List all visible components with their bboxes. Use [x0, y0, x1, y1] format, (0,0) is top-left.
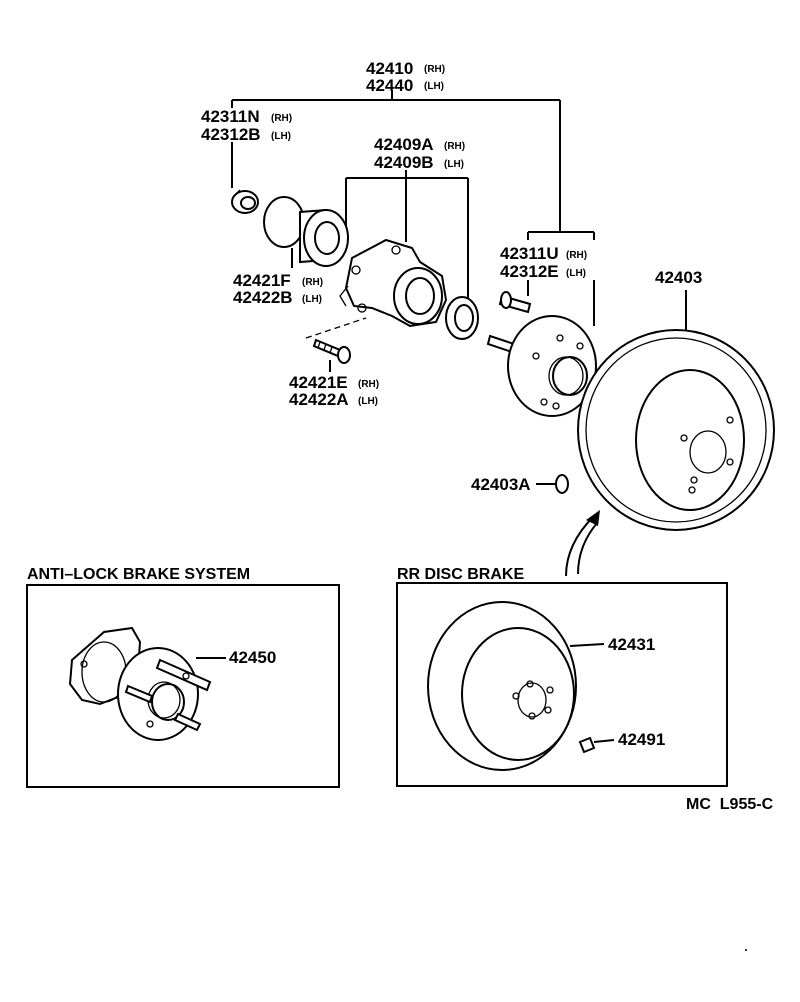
axle-hub [507, 315, 597, 417]
nut-42311N [231, 189, 259, 214]
callout-hub-assembly: 42410 (RH) 42440 (LH) [366, 59, 445, 95]
callout-42431: 42431 [608, 635, 655, 654]
bolt-42421E [312, 338, 351, 364]
hub-bolt-42311U [486, 291, 532, 354]
callout-42312E: 42312E [500, 262, 559, 281]
disc-section-title: RR DISC BRAKE [397, 566, 524, 583]
callout-bolt: 42421E (RH) 42422A (LH) [289, 373, 379, 409]
callout-42312B-suffix: (LH) [271, 131, 291, 142]
callout-42422A: 42422A [289, 390, 349, 409]
disc-section-box [396, 582, 728, 787]
abs-section-title: ANTI–LOCK BRAKE SYSTEM [27, 566, 250, 583]
leader-lines [196, 90, 687, 743]
callout-42422B: 42422B [233, 288, 293, 307]
callout-42312B: 42312B [201, 125, 261, 144]
callout-42311U: 42311U [500, 244, 559, 263]
disc-rotor-42431 [427, 601, 577, 771]
callout-42311U-suffix: (RH) [566, 250, 587, 261]
callout-42409B: 42409B [374, 153, 434, 172]
bearing-42421F [263, 196, 349, 267]
abs-section-box [26, 584, 340, 788]
callout-42440-suffix: (LH) [424, 81, 444, 92]
callout-42491: 42491 [618, 730, 665, 749]
callout-42450: 42450 [229, 648, 276, 667]
callout-carrier: 42409A (RH) 42409B (LH) [374, 135, 465, 172]
carrier-42409A [339, 238, 448, 328]
callout-42421E-suffix: (RH) [358, 379, 379, 390]
callout-42421F-suffix: (RH) [302, 277, 323, 288]
oil-seal [445, 296, 479, 340]
callout-42422A-suffix: (LH) [358, 396, 378, 407]
scan-dot [745, 949, 747, 951]
diagram-code: MC L955-C [686, 796, 774, 813]
callout-42410: 42410 [366, 59, 413, 78]
callout-nut: 42311N (RH) 42312B (LH) [201, 107, 292, 144]
callout-42409B-suffix: (LH) [444, 159, 464, 170]
abs-hub-42450 [68, 626, 212, 741]
callout-42312E-suffix: (LH) [566, 268, 586, 279]
callout-42311N-suffix: (RH) [271, 113, 292, 124]
callout-42403: 42403 [655, 268, 702, 287]
brake-drum-42403 [577, 329, 775, 531]
disc-screw-42491 [578, 736, 596, 754]
callout-42421F: 42421F [233, 271, 291, 290]
drum-plug-42403A [555, 474, 569, 494]
callout-hub-bolt: 42311U (RH) 42312E (LH) [500, 244, 587, 281]
callout-42409A: 42409A [374, 135, 434, 154]
callout-42311N: 42311N [201, 107, 260, 126]
callout-42410-suffix: (RH) [424, 64, 445, 75]
callout-42403A: 42403A [471, 475, 531, 494]
callout-42421E: 42421E [289, 373, 348, 392]
callout-bearing: 42421F (RH) 42422B (LH) [233, 271, 323, 307]
callout-42422B-suffix: (LH) [302, 294, 322, 305]
callout-42409A-suffix: (RH) [444, 141, 465, 152]
callout-42440: 42440 [366, 76, 413, 95]
